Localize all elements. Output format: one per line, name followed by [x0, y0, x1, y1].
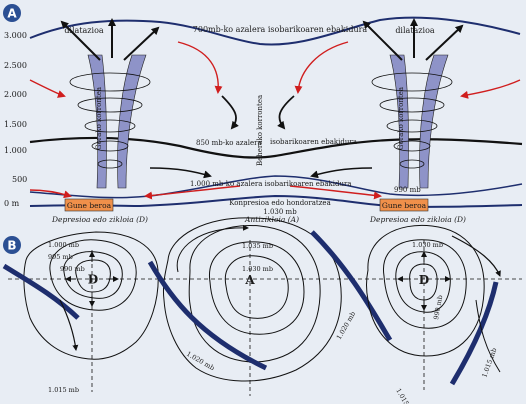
- cyclone-right-center: D: [419, 273, 429, 287]
- depression-right-label: Depresioa edo zikloia (D): [369, 215, 466, 224]
- isobar-label: 1.000 mb: [48, 241, 79, 249]
- hot-spot-right: [379, 198, 429, 212]
- warm-current-right-label: Gorako korrontea: [397, 87, 405, 150]
- dilatation-right-label: dilatazioa: [395, 26, 435, 35]
- isobar-label: 995 mb: [48, 253, 73, 261]
- flow-arrow-red: [460, 79, 521, 99]
- warm-current-left-label: Gorako korrontea: [95, 87, 103, 150]
- depression-left-label: Depresioa edo zikloia (D): [51, 215, 148, 224]
- isobar-label: 1.030 mb: [242, 265, 273, 273]
- flow-arrow-red: [294, 41, 349, 94]
- flow-arrow-red: [29, 189, 72, 199]
- updraft-right: Gorako korrontea: [362, 18, 464, 189]
- isobar-label: 1.030 mb: [412, 241, 443, 249]
- y-tick: 0 m: [4, 199, 20, 208]
- upper-surface-label: 700mb-ko azalera isobarikoaren ebakidura: [193, 25, 368, 34]
- y-tick: 2.500: [4, 61, 27, 70]
- flow-arrow-red: [289, 185, 382, 200]
- y-tick: 2.000: [4, 90, 27, 99]
- mid-surface-right-label: isobarikoaren ebakidura: [270, 138, 357, 146]
- y-axis: 3.000 2.500 2.000 1.500 1.000 500 0 m: [4, 31, 27, 208]
- isobar-1000mb: [29, 175, 523, 199]
- descending-flow-arrow: [310, 167, 373, 179]
- cyclone-right: D 1.030 mb 990 mb 1.015 mb 1.015 mb: [366, 224, 501, 404]
- y-tick: 500: [12, 175, 27, 184]
- isobar-label: 1.035 mb: [242, 242, 273, 250]
- isobar-label: 1.015 mb: [480, 347, 498, 379]
- isobar-label: 1.020 mb: [335, 310, 357, 341]
- panel-a-badge-text: A: [7, 7, 17, 21]
- y-tick: 1.500: [4, 120, 27, 129]
- flow-arrow-red: [29, 79, 66, 98]
- descending-current-label: Beherako korrontea: [256, 95, 264, 166]
- low-surface-label: 1.000 mb-ko azalera isobarikoaren ebakid…: [190, 180, 352, 188]
- hot-spot-left-label: Gune beroa: [67, 201, 112, 210]
- isobar-label: 990 mb: [60, 265, 85, 273]
- descending-flow-arrow: [149, 167, 212, 179]
- isobar-label: 990 mb: [432, 295, 444, 321]
- y-tick: 1.000: [4, 146, 27, 155]
- y-tick: 3.000: [4, 31, 27, 40]
- cyclone-left: D 1.000 mb 995 mb 990 mb 1.015 mb: [2, 231, 159, 394]
- isobar-label: 1.020 mb: [185, 350, 216, 372]
- panel-b-badge: [3, 236, 21, 254]
- panel-b-badge-text: B: [7, 239, 16, 253]
- anticyclone-center: A: [244, 273, 255, 287]
- isobar-label: 1.015 mb: [48, 386, 79, 394]
- ground-line: [29, 194, 523, 208]
- center-pressure-label: 1.030 mb: [263, 208, 297, 216]
- panel-b: B D 1.000 mb 995 mb 990 mb 1.015 mb: [2, 217, 522, 404]
- hot-spot-right-label: Gune beroa: [382, 201, 427, 210]
- mid-surface-left-label: 850 mb-ko azalera: [196, 139, 262, 147]
- compression-label: Konpresioa edo hondoratzea: [229, 199, 331, 207]
- dilatation-left-label: dilatazioa: [64, 26, 104, 35]
- isobar-label: 1.015 mb: [394, 387, 416, 404]
- flow-arrow-red: [144, 185, 241, 200]
- panel-a: A 3.000 2.500 2.000 1.500 1.000 500 0 m: [3, 4, 523, 224]
- cyclone-left-center: D: [88, 273, 98, 287]
- flow-arrow-red: [177, 41, 223, 94]
- updraft-left: Gorako korrontea: [60, 18, 160, 189]
- right-pressure-label: 990 mb: [394, 186, 421, 194]
- hot-spot-left: [64, 198, 114, 212]
- panel-a-badge: [3, 4, 21, 22]
- anticyclone-middle: A 1.035 mb 1.030 mb 1.020 mb 1.020 mb: [147, 217, 393, 396]
- descending-flow-arrow: [221, 95, 239, 130]
- descending-flow-arrow: [277, 95, 295, 130]
